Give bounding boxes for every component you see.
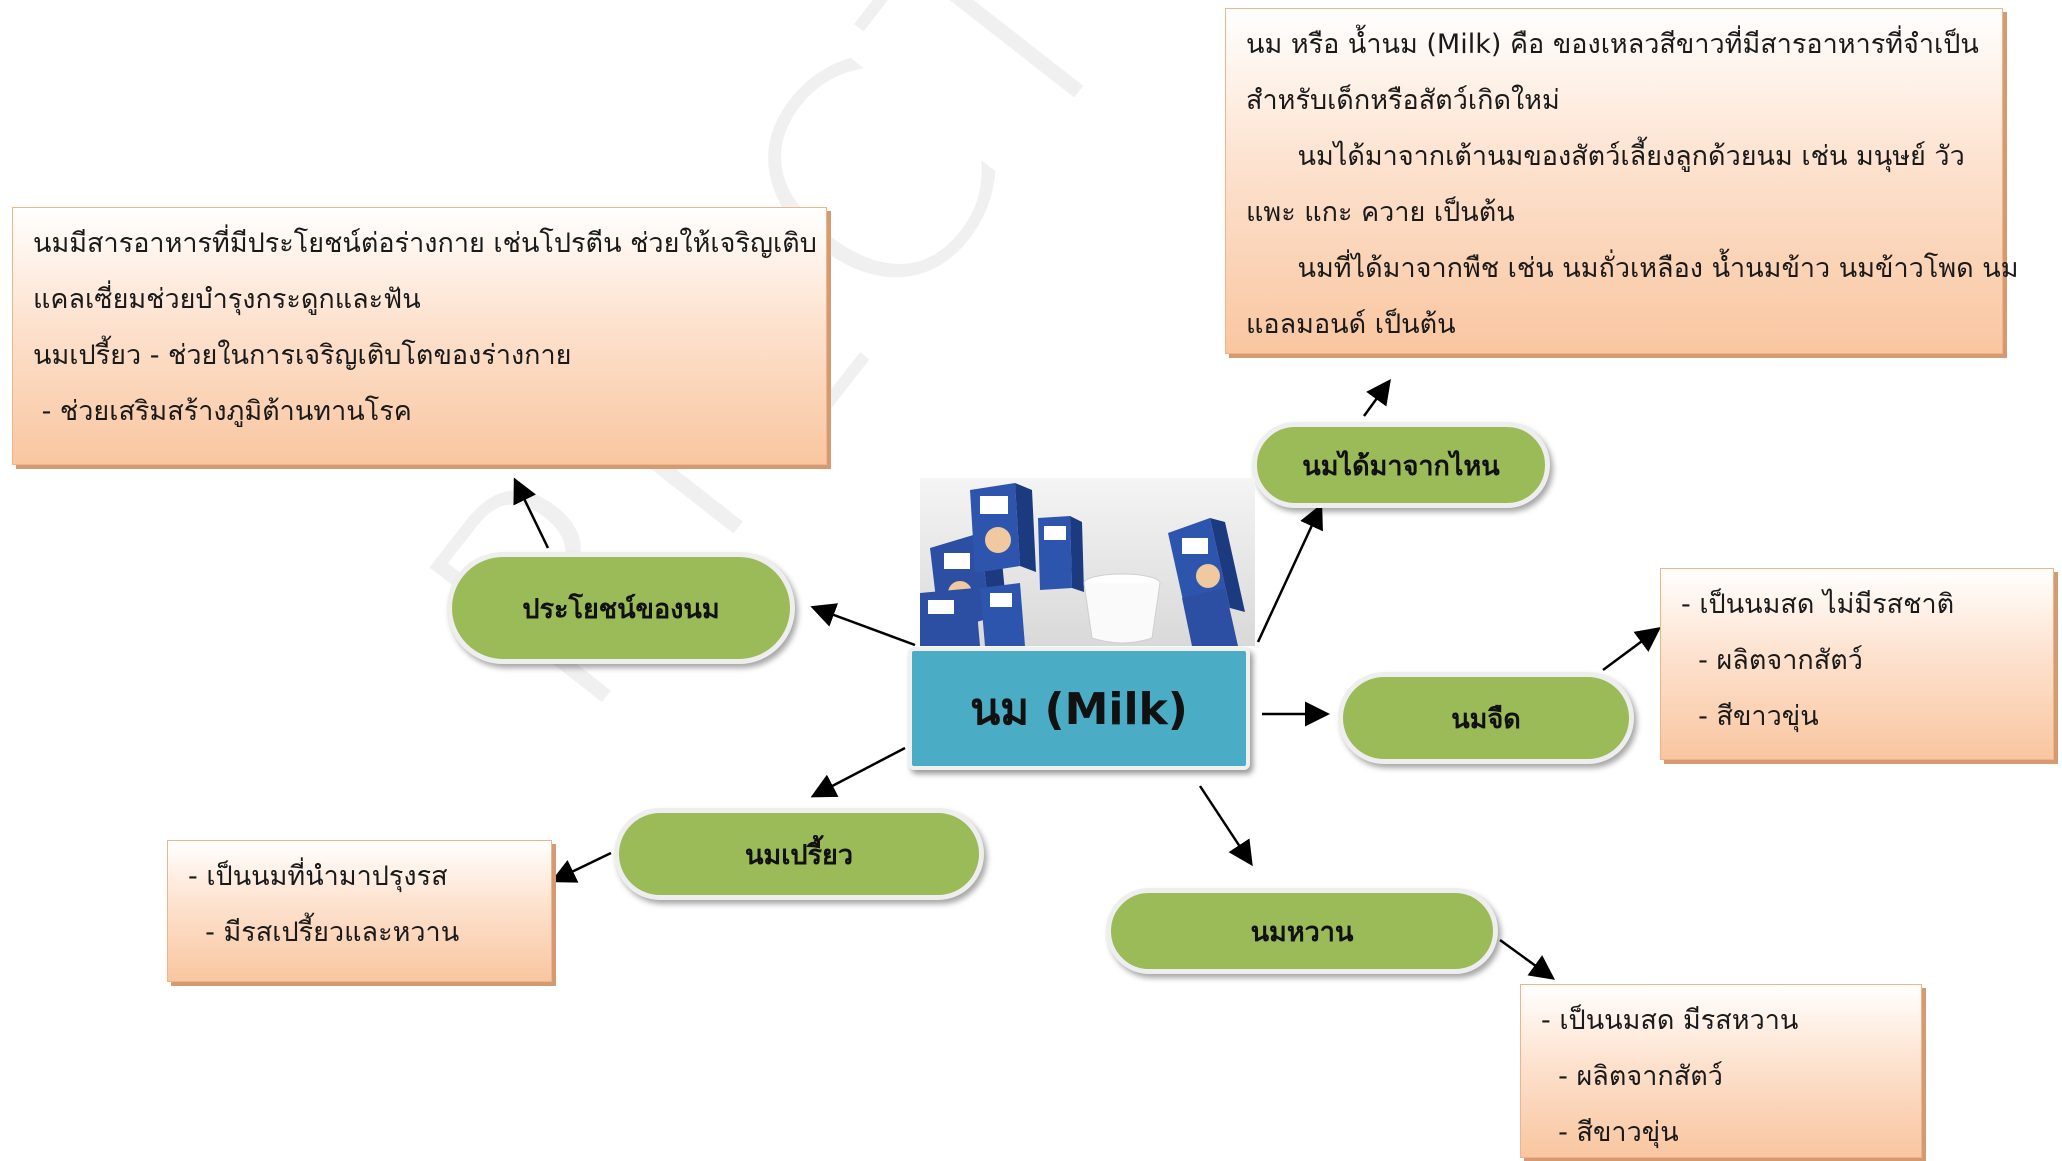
arrow-origin-to-note	[1362, 378, 1391, 417]
arrow-plain-to-note	[1602, 627, 1662, 672]
arrow-center-to-sour	[810, 746, 906, 798]
milk-carton-icon	[1038, 516, 1084, 592]
benefit-note-line: - ช่วยเสริมสร้างภูมิต้านทานโรค	[33, 396, 412, 427]
origin-note-line: นม หรือ น้ำนม (Milk) คือ ของเหลวสีขาวที่…	[1246, 29, 1979, 60]
plain-pill-label: นมจืด	[1451, 703, 1521, 735]
origin-note-line: แพะ แกะ ควาย เป็นต้น	[1246, 197, 1515, 228]
origin-pill: นมได้มาจากไหน	[1252, 422, 1550, 508]
arrow-sour-to-note	[550, 851, 612, 883]
origin-note-line: นมที่ได้มาจากพืช เช่น นมถั่วเหลือง น้ำนม…	[1246, 253, 2019, 284]
milk-carton-icon	[970, 483, 1036, 573]
plain-note-line: - ผลิตจากสัตว์	[1681, 645, 1863, 676]
sour-pill-label: นมเปรี้ยว	[744, 839, 854, 871]
arrow-center-to-benefit	[810, 603, 916, 647]
benefit-note-line: นมมีสารอาหารที่มีประโยชน์ต่อร่างกาย เช่น…	[33, 228, 817, 259]
origin-note-line: สำหรับเด็กหรือสัตว์เกิดใหม่	[1246, 85, 1560, 116]
sour-pill: นมเปรี้ยว	[614, 808, 984, 900]
sweet-pill-label: นมหวาน	[1250, 916, 1354, 948]
benefit-pill: ประโยชน์ของนม	[447, 552, 795, 664]
center-topic-box: นม (Milk)	[908, 647, 1250, 770]
benefit-pill-label: ประโยชน์ของนม	[522, 593, 720, 625]
sweet-note-line: - ผลิตจากสัตว์	[1541, 1061, 1723, 1092]
sweet-note: - เป็นนมสด มีรสหวาน - ผลิตจากสัตว์ - สีข…	[1520, 984, 1922, 1158]
benefit-note: นมมีสารอาหารที่มีประโยชน์ต่อร่างกาย เช่น…	[12, 207, 827, 465]
plain-pill: นมจืด	[1338, 672, 1634, 764]
plain-note-line: - สีขาวขุ่น	[1681, 701, 1819, 732]
origin-note-line: นมได้มาจากเต้านมของสัตว์เลี้ยงลูกด้วยนม …	[1246, 141, 1965, 172]
sour-note-line: - เป็นนมที่นำมาปรุงรส	[188, 861, 448, 892]
sweet-pill: นมหวาน	[1106, 888, 1498, 974]
arrow-sweet-to-note	[1499, 938, 1556, 980]
milk-carton-icon	[1182, 588, 1238, 646]
benefit-note-line: นมเปรี้ยว - ช่วยในการเจริญเติบโตของร่างก…	[33, 340, 572, 371]
sweet-note-line: - สีขาวขุ่น	[1541, 1117, 1679, 1148]
sour-note-line: - มีรสเปรี้ยวและหวาน	[188, 917, 460, 948]
plain-note-line: - เป็นนมสด ไม่มีรสชาติ	[1681, 589, 1955, 620]
plain-note: - เป็นนมสด ไม่มีรสชาติ - ผลิตจากสัตว์ - …	[1660, 568, 2054, 760]
arrow-center-to-sweet	[1198, 785, 1253, 867]
arrow-benefit-to-note	[513, 477, 550, 549]
origin-note: นม หรือ น้ำนม (Milk) คือ ของเหลวสีขาวที่…	[1225, 8, 2019, 354]
arrow-center-to-origin	[1256, 503, 1323, 643]
sweet-note-line: - เป็นนมสด มีรสหวาน	[1541, 1005, 1799, 1036]
milk-products-image	[920, 478, 1255, 646]
milk-glass-icon	[1083, 573, 1161, 644]
milk-carton-icon	[980, 583, 1025, 646]
center-topic-label: นม (Milk)	[970, 683, 1188, 735]
origin-note-line: แอลมอนด์ เป็นต้น	[1246, 309, 1456, 340]
benefit-note-line: แคลเซี่ยมช่วยบำรุงกระดูกและฟัน	[33, 284, 421, 315]
milk-carton-icon	[920, 588, 980, 646]
sour-note: - เป็นนมที่นำมาปรุงรส - มีรสเปรี้ยวและหว…	[167, 840, 552, 982]
origin-pill-label: นมได้มาจากไหน	[1302, 450, 1500, 482]
